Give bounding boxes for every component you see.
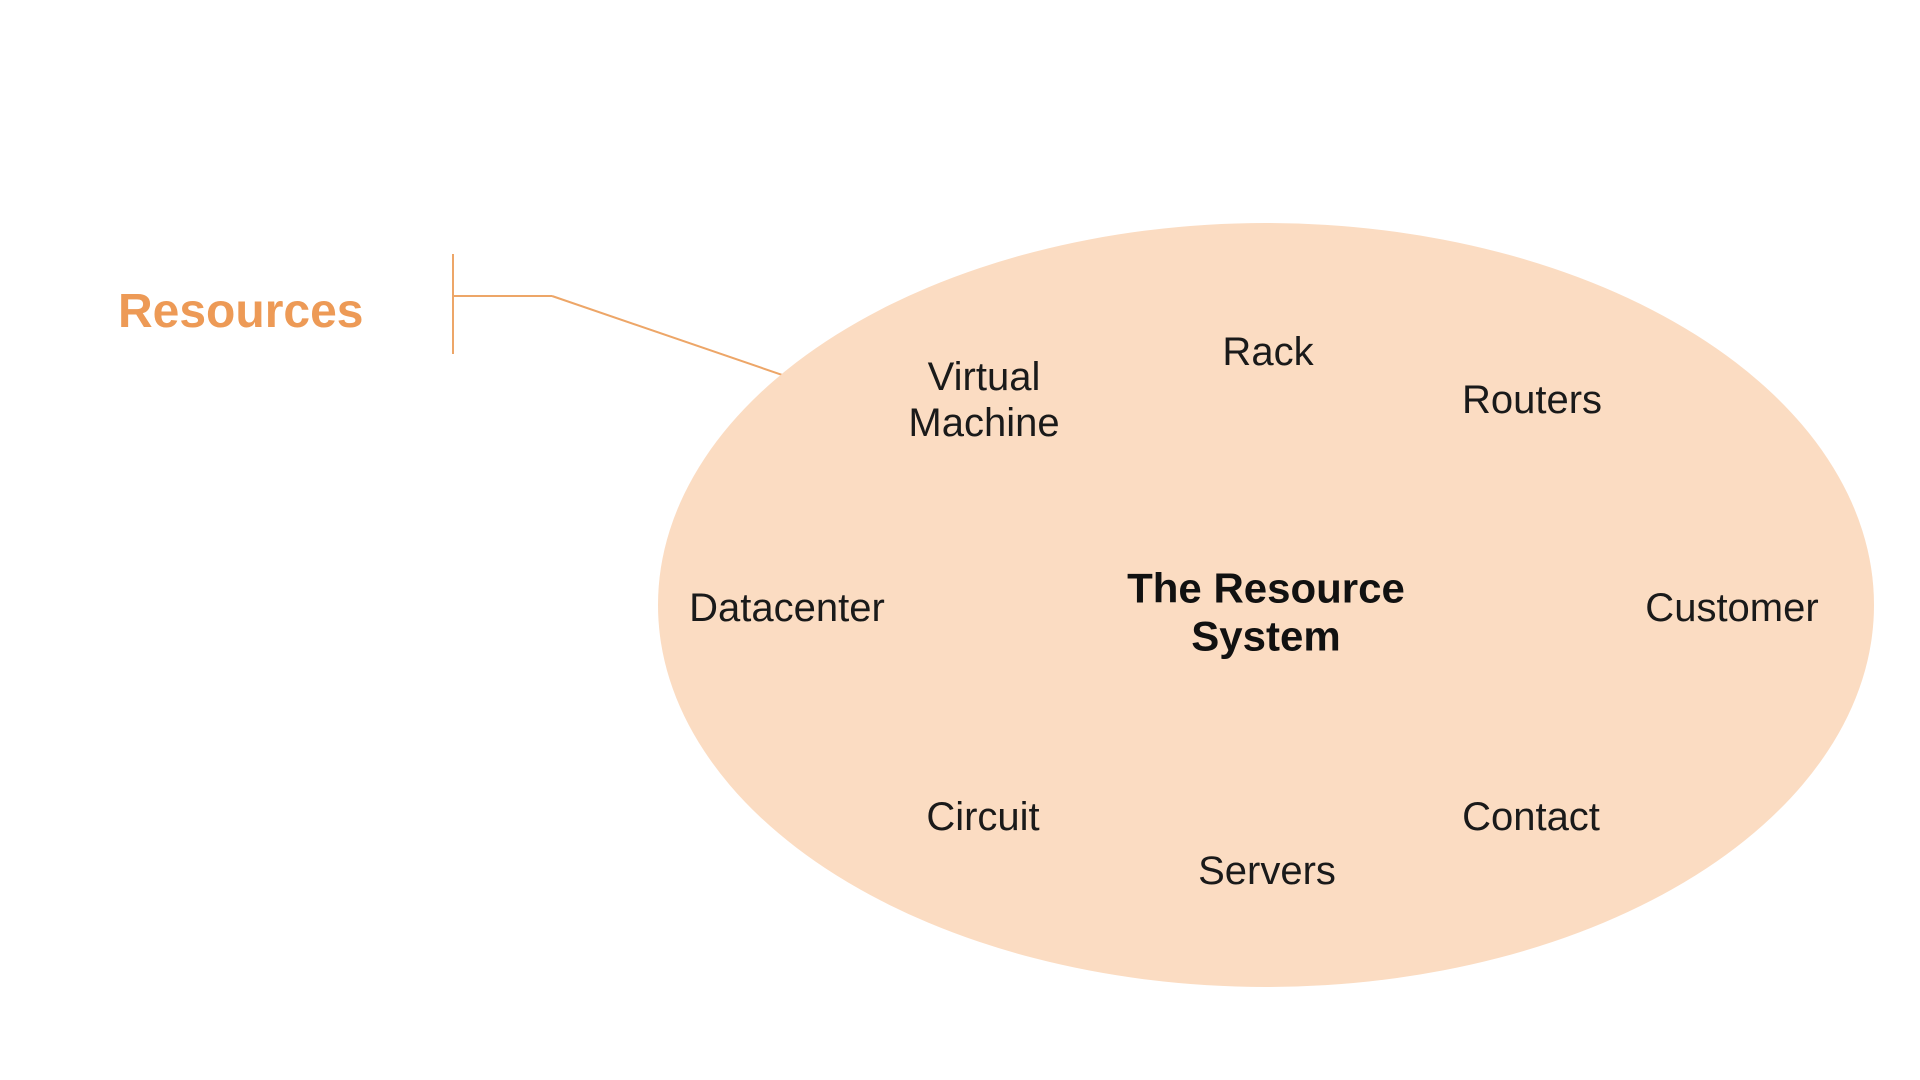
resource-item-circuit: Circuit <box>926 795 1040 839</box>
resource-item-servers: Servers <box>1198 849 1336 893</box>
resource-item-contact: Contact <box>1462 795 1600 839</box>
resource-item-customer: Customer <box>1645 586 1819 630</box>
resource-item-virtual-machine: Virtual Machine <box>908 355 1060 445</box>
resource-item-routers: Routers <box>1461 378 1603 422</box>
resource-item-datacenter: Datacenter <box>689 586 885 630</box>
resources-label: Resources <box>118 285 364 338</box>
resource-item-rack: Rack <box>1222 330 1314 374</box>
resource-system-title: The Resource System <box>1127 564 1405 660</box>
resource-system-ellipse <box>658 223 1874 987</box>
